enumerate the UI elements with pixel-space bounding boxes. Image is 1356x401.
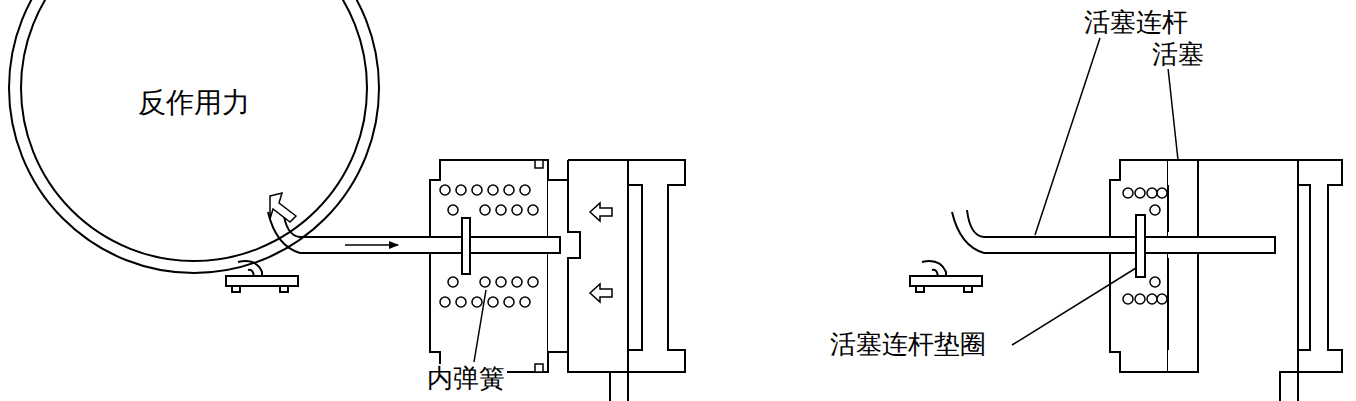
- band-outline: [8, 0, 380, 274]
- part-label: 活塞连杆垫圈: [828, 330, 988, 359]
- leader-lines: [474, 38, 1178, 362]
- part-label: 内弹簧: [425, 364, 507, 393]
- force-label: 反作用力: [8, 88, 380, 119]
- brake-drum: 反作用力: [8, 0, 380, 274]
- part-label: 活塞连杆: [1082, 8, 1190, 37]
- part-label: 活塞: [1150, 40, 1206, 69]
